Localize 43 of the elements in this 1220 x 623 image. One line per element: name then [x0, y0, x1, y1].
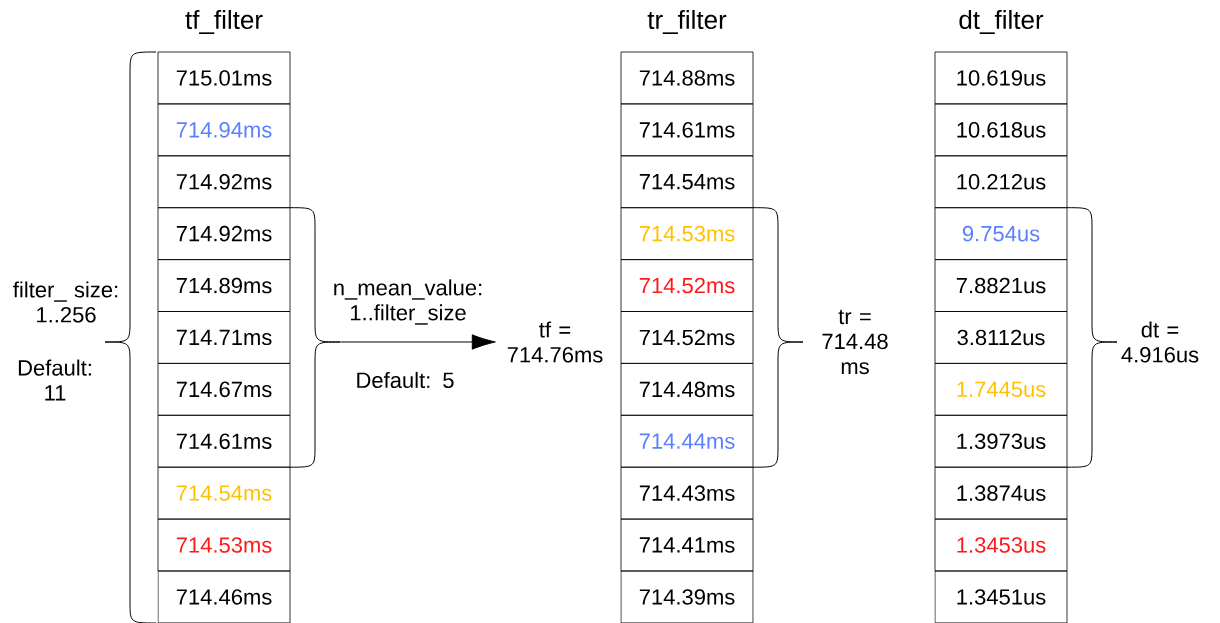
value-cell: 714.54ms: [620, 155, 754, 209]
value-cell: 714.48ms: [620, 363, 754, 416]
value-cell: 7.8821us: [934, 259, 1068, 312]
value-cell: 714.46ms: [157, 570, 291, 623]
value-cell: 714.39ms: [620, 570, 754, 623]
value-cell: 714.52ms: [620, 259, 754, 312]
value-cell: 714.67ms: [157, 363, 291, 416]
column-title: dt_filter: [959, 10, 1044, 34]
annotation-text: dt = 4.916us: [1121, 321, 1199, 363]
column-title: tr_filter: [647, 10, 727, 34]
value-cell: 9.754us: [934, 207, 1068, 260]
value-cell: 714.52ms: [620, 311, 754, 364]
value-cell: 714.94ms: [157, 103, 291, 157]
annotation-text: filter_ size: 1..256: [13, 281, 118, 323]
value-cell: 714.54ms: [157, 466, 291, 520]
column-title: tf_filter: [185, 10, 263, 34]
result-text: tf = 714.76ms: [507, 321, 603, 363]
value-cell: 714.61ms: [620, 103, 754, 157]
value-cell: 3.8112us: [934, 311, 1068, 364]
value-cell: 714.88ms: [620, 51, 754, 105]
annotation-text: n_mean_value: 1..filter_size: [334, 279, 482, 325]
value-cell: 714.53ms: [157, 518, 291, 572]
value-cell: 714.71ms: [157, 311, 291, 364]
value-cell: 1.3451us: [934, 570, 1068, 623]
value-cell: 714.92ms: [157, 155, 291, 209]
value-cell: 1.3973us: [934, 414, 1068, 468]
value-cell: 10.618us: [934, 103, 1068, 157]
value-cell: 10.212us: [934, 155, 1068, 209]
value-cell: 714.61ms: [157, 414, 291, 468]
value-cell: 715.01ms: [157, 51, 291, 105]
value-cell: 714.43ms: [620, 466, 754, 520]
value-cell: 1.3874us: [934, 466, 1068, 520]
annotation-text: Default: 11: [18, 359, 91, 401]
value-cell: 714.44ms: [620, 414, 754, 468]
arrow: [339, 334, 496, 350]
value-cell: 10.619us: [934, 51, 1068, 105]
value-cell: 714.53ms: [620, 207, 754, 260]
value-cell: 714.92ms: [157, 207, 291, 260]
value-cell: 714.41ms: [620, 518, 754, 572]
value-cell: 714.89ms: [157, 259, 291, 312]
value-cell: 1.3453us: [934, 518, 1068, 572]
value-cell: 1.7445us: [934, 363, 1068, 416]
annotation-text: tr = 714.48 ms: [822, 309, 888, 375]
